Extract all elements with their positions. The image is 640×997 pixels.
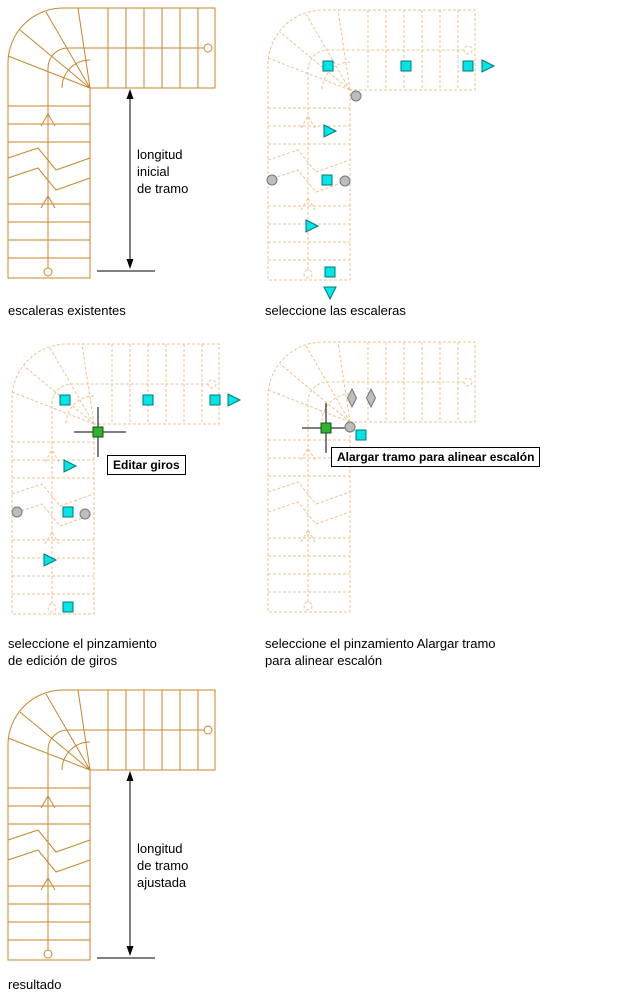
caption-line: de edición de giros bbox=[8, 653, 118, 668]
dimension-arrow-up bbox=[126, 771, 134, 781]
caption-line: seleccione el pinzamiento bbox=[8, 636, 157, 651]
grip-arrow-right bbox=[481, 59, 495, 73]
dimension-arrow-down bbox=[126, 946, 134, 956]
grip-circle bbox=[339, 175, 351, 187]
dimension-arrow-up bbox=[126, 89, 134, 99]
grip-turn-circle bbox=[350, 90, 362, 102]
caption-line: para alinear escalón bbox=[265, 653, 383, 668]
grip-arrow-right bbox=[43, 553, 57, 567]
grip-circle bbox=[266, 174, 278, 186]
grip-square bbox=[62, 506, 74, 518]
dimension-label-line: de tramo bbox=[137, 181, 189, 196]
dimension-label-line: longitud bbox=[137, 147, 183, 162]
stair-plan-selected bbox=[11, 343, 220, 615]
caption-lengthen-flight: seleccione el pinzamiento Alargar tramo … bbox=[265, 635, 496, 669]
grip-turn-circle bbox=[344, 421, 356, 433]
stair-plan-selected bbox=[267, 9, 476, 281]
dimension-label-initial: longitud inicial de tramo bbox=[137, 146, 188, 197]
caption-select-stairs: seleccione las escaleras bbox=[265, 303, 406, 318]
grip-square bbox=[321, 174, 333, 186]
grip-circle bbox=[11, 506, 23, 518]
grip-square bbox=[355, 429, 367, 441]
stair-plan-result bbox=[7, 689, 216, 961]
grip-square bbox=[322, 60, 334, 72]
panel-result bbox=[7, 689, 216, 961]
grip-square bbox=[400, 60, 412, 72]
caption-existing-stairs: escaleras existentes bbox=[8, 303, 126, 318]
dimension-label-line: ajustada bbox=[137, 875, 187, 890]
grip-arrow-right bbox=[63, 459, 77, 473]
grip-arrow-down bbox=[323, 286, 337, 300]
caption-edit-turns: seleccione el pinzamiento de edición de … bbox=[8, 635, 157, 669]
caption-result: resultado bbox=[8, 977, 62, 992]
dimension-initial-length bbox=[97, 89, 155, 272]
stair-plan-existing bbox=[7, 7, 216, 279]
stair-plan-selected bbox=[267, 341, 476, 613]
tooltip-lengthen-flight: Alargar tramo para alinear escalón bbox=[331, 447, 541, 467]
dimension-label-adjusted: longitud de tramo ajustada bbox=[137, 840, 188, 891]
panel-edit-turns bbox=[11, 343, 241, 615]
panel-existing-stairs bbox=[7, 7, 216, 279]
dimension-arrow-down bbox=[126, 259, 134, 269]
grip-square bbox=[462, 60, 474, 72]
grip-diamond bbox=[347, 388, 357, 408]
grip-edit-turns-hot bbox=[92, 426, 104, 438]
panel-select-stairs bbox=[266, 9, 495, 300]
grip-square bbox=[209, 394, 221, 406]
dimension-label-line: inicial bbox=[137, 164, 170, 179]
grip-circle bbox=[79, 508, 91, 520]
grip-square bbox=[59, 394, 71, 406]
grip-arrow-right bbox=[227, 393, 241, 407]
grip-lengthen-flight-hot bbox=[320, 422, 332, 434]
grip-square bbox=[62, 601, 74, 613]
dimension-adjusted-length bbox=[97, 771, 155, 959]
dimension-label-line: de tramo bbox=[137, 858, 189, 873]
panel-lengthen-flight bbox=[267, 341, 476, 613]
grip-square bbox=[142, 394, 154, 406]
tooltip-edit-turns: Editar giros bbox=[107, 455, 186, 475]
dimension-label-line: longitud bbox=[137, 841, 183, 856]
caption-line: seleccione el pinzamiento Alargar tramo bbox=[265, 636, 496, 651]
grip-arrow-right bbox=[323, 124, 337, 138]
grip-square bbox=[324, 266, 336, 278]
grip-arrow-right bbox=[305, 219, 319, 233]
